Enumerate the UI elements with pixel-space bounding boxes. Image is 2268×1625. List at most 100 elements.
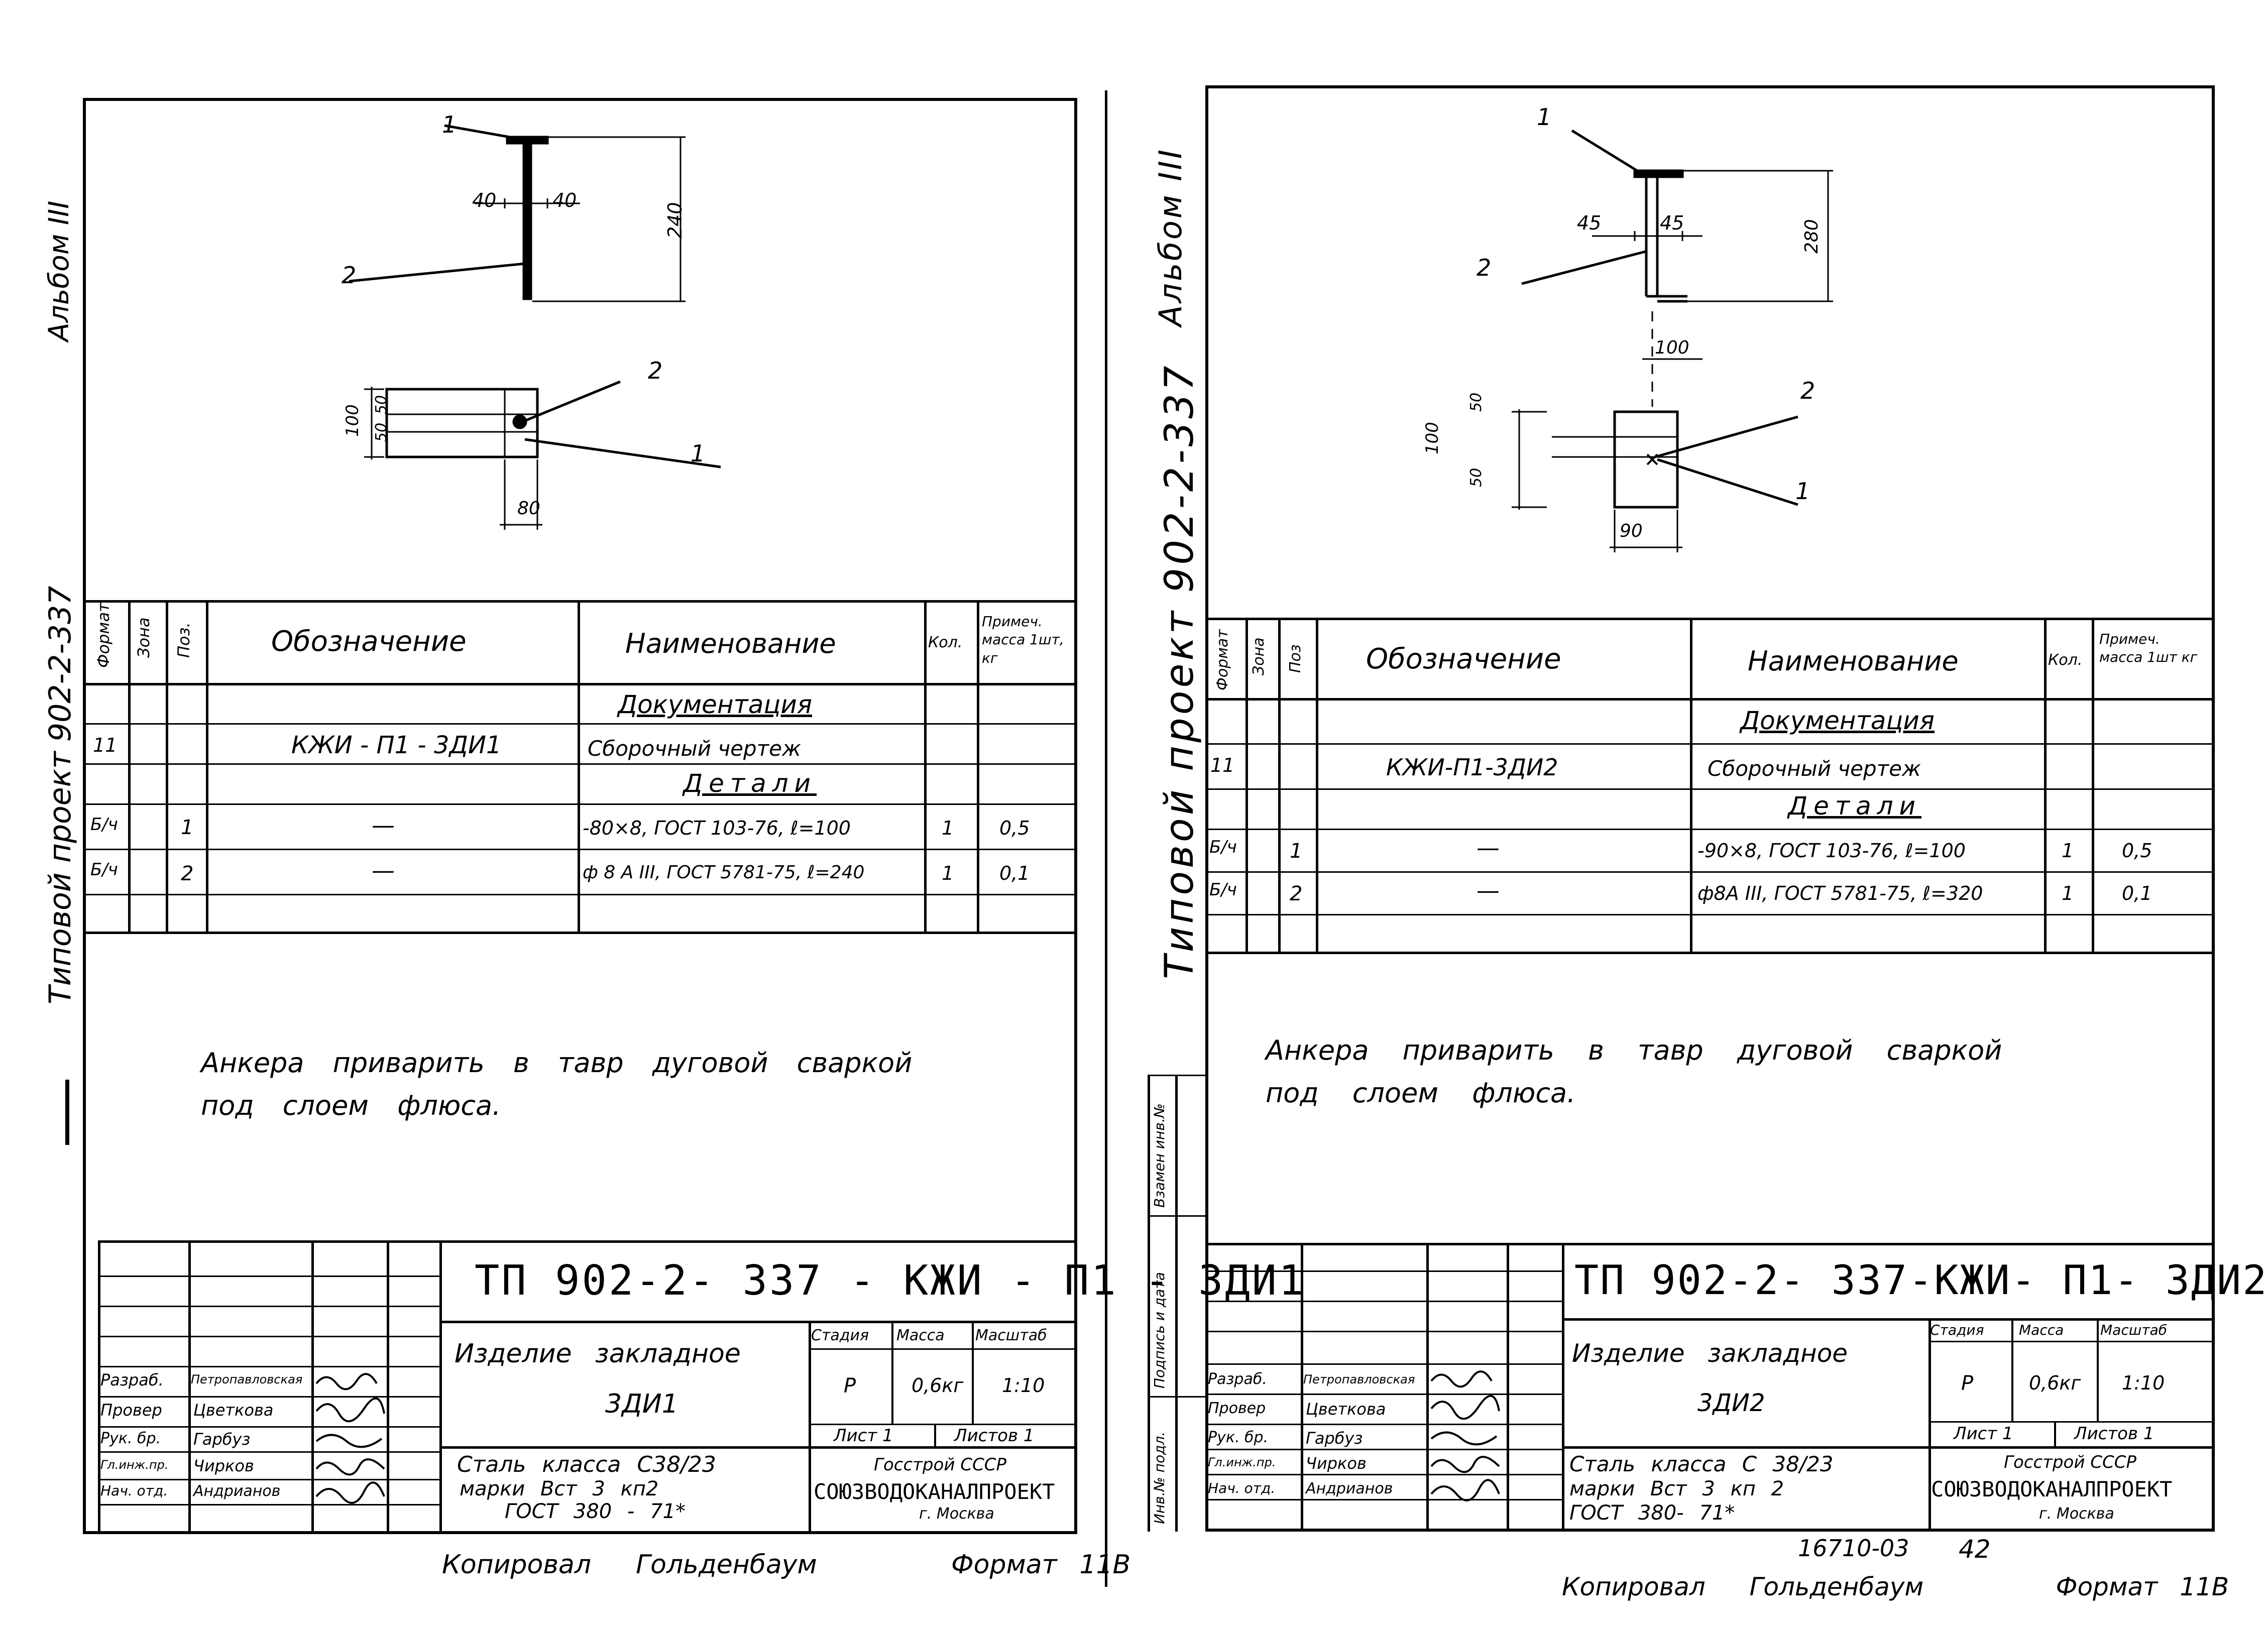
right-row2-designation: — <box>1477 834 1500 861</box>
left-th-designation: Обозначение <box>271 625 467 658</box>
right-label-1: 1 <box>1537 103 1552 131</box>
center-separator <box>1105 90 1107 1587</box>
left-staff-name-2: Цветкова <box>193 1401 274 1420</box>
right-row1-name: Сборочный чертеж <box>1708 756 1921 781</box>
right-mass: 0,6кг <box>2029 1372 2081 1394</box>
right-row2-pos: 1 <box>1290 840 1303 863</box>
left-material-1: Сталь класса С38/23 <box>457 1452 716 1477</box>
right-scale-h: Масштаб <box>2100 1322 2168 1338</box>
right-row2-name: -90×8, ГОСТ 103-76, ℓ=100 <box>1697 840 1966 862</box>
left-titleblock-top <box>98 1240 1077 1243</box>
left-row2-pos: 1 <box>181 816 194 839</box>
right-label-2a: 2 <box>1477 254 1492 281</box>
left-margin-album-text: Альбом III <box>43 200 75 341</box>
right-row3-note: 0,1 <box>2122 882 2152 904</box>
left-row2-designation: — <box>372 811 395 839</box>
left-label-2a: 2 <box>342 262 357 289</box>
right-staff-role-5: Нач. отд. <box>1208 1480 1276 1496</box>
left-mass: 0,6кг <box>912 1374 964 1397</box>
right-staff-role-1: Разраб. <box>1208 1370 1267 1388</box>
right-row1-format: 11 <box>1210 754 1235 776</box>
left-material-2: марки Вст 3 кп2 <box>460 1477 659 1500</box>
right-th-designation: Обозначение <box>1366 643 1561 675</box>
right-staff-name-1: Петропавловская <box>1303 1372 1415 1386</box>
right-staff-name-3: Гарбуз <box>1306 1429 1363 1448</box>
right-drawing <box>1512 129 1833 552</box>
left-staff-role-1: Разраб. <box>100 1370 164 1389</box>
right-th-zone: Зона <box>1250 637 1268 675</box>
left-sheet-no: Лист 1 <box>834 1426 893 1446</box>
left-staff-name-1: Петропавловская <box>191 1372 303 1386</box>
left-product: Изделие закладное <box>455 1339 741 1369</box>
right-th-format: Формат <box>1214 629 1231 690</box>
left-stage-h: Стадия <box>811 1327 869 1344</box>
right-th-pos: Поз <box>1287 644 1304 673</box>
left-label-1: 1 <box>442 111 457 138</box>
right-row3-designation: — <box>1477 877 1500 904</box>
right-staff-role-3: Рук. бр. <box>1208 1429 1269 1446</box>
left-row1-format: 11 <box>93 734 118 756</box>
right-staff-role-2: Провер <box>1208 1400 1266 1417</box>
left-org-3: г. Москва <box>919 1505 994 1523</box>
right-note-line2: под слоем флюса. <box>1266 1077 1576 1109</box>
right-section-parts: Детали <box>1788 791 1922 821</box>
right-sheets-total: Листов 1 <box>2074 1424 2154 1444</box>
right-label-2b: 2 <box>1800 377 1816 404</box>
left-scale: 1:10 <box>1002 1374 1045 1397</box>
left-mass-h: Масса <box>896 1327 945 1344</box>
right-th-qty: Кол. <box>2048 651 2083 669</box>
left-section-parts: Детали <box>683 769 817 798</box>
left-signatures <box>315 1373 385 1504</box>
right-scale: 1:10 <box>2122 1372 2165 1394</box>
right-margin-project-text: Типовой проект 902-2-337 <box>1157 363 1202 979</box>
left-margin-mark <box>65 1080 69 1145</box>
right-dim-100: 100 <box>1422 422 1442 454</box>
right-sheet-frame <box>1205 85 2215 1532</box>
left-row3-name: ф 8 А III, ГОСТ 5781-75, ℓ=240 <box>583 862 865 883</box>
left-th-pos: Поз. <box>174 622 193 658</box>
right-row3-name: ф8А III, ГОСТ 5781-75, ℓ=320 <box>1697 882 1983 904</box>
left-row3-pos: 2 <box>181 862 194 885</box>
right-section-docs: Документация <box>1740 706 1935 735</box>
left-row2-note: 0,5 <box>999 817 1030 839</box>
left-margin-project-text: Типовой проект 902-2-337 <box>43 586 78 1004</box>
right-staff-role-4: Гл.инж.пр. <box>1208 1455 1276 1469</box>
left-org-2: СОЮЗВОДОКАНАЛПРОЕКТ <box>814 1479 1055 1504</box>
left-staff-role-3: Рук. бр. <box>100 1430 161 1447</box>
left-row3-qty: 1 <box>942 862 954 884</box>
right-product: Изделие закладное <box>1572 1339 1848 1368</box>
left-dim-40a: 40 <box>472 189 497 211</box>
left-th-name: Наименование <box>625 628 836 659</box>
left-stage: Р <box>844 1374 856 1398</box>
left-drawing <box>349 124 721 530</box>
right-dim-45b: 45 <box>1660 212 1684 234</box>
right-row3-pos: 2 <box>1290 882 1303 905</box>
left-staff-role-4: Гл.инж.пр. <box>100 1458 169 1472</box>
left-title-code: ТП 902-2- 337 - КЖИ - П1 - 3ДИ1 <box>475 1257 1306 1305</box>
right-note-line1: Анкера приварить в тавр дуговой сваркой <box>1266 1034 2002 1066</box>
right-stamp-inv: Инв.№ подл. <box>1151 1431 1168 1524</box>
right-material-1: Сталь класса С 38/23 <box>1569 1452 1834 1476</box>
left-label-1b: 1 <box>691 440 706 467</box>
right-th-name: Наименование <box>1748 645 1959 677</box>
left-sheet-frame <box>83 98 1077 1534</box>
left-org-1: Госстрой СССР <box>874 1455 1006 1475</box>
left-dim-80: 80 <box>517 498 540 519</box>
left-staff-role-5: Нач. отд. <box>100 1482 168 1499</box>
left-table-top <box>85 600 1077 603</box>
right-material-3: ГОСТ 380- 71* <box>1569 1501 1735 1525</box>
left-dim-40b: 40 <box>552 189 577 211</box>
right-label-1b: 1 <box>1795 478 1810 505</box>
right-th-note: Примеч. масса 1шт кг <box>2099 631 2198 666</box>
right-row3-format: Б/ч <box>1209 880 1237 900</box>
right-row2-note: 0,5 <box>2122 840 2152 862</box>
left-row3-format: Б/ч <box>90 860 118 880</box>
right-signatures <box>1430 1370 1500 1501</box>
left-row2-name: -80×8, ГОСТ 103-76, ℓ=100 <box>583 817 851 839</box>
right-dim-90: 90 <box>1620 521 1643 541</box>
right-title-code: ТП 902-2- 337-КЖИ- П1- 3ДИ2 <box>1574 1257 2268 1304</box>
right-stamp-number: 16710-03 <box>1798 1535 1909 1562</box>
left-dim-50b: 50 <box>373 395 390 414</box>
right-footer: Копировал Гольденбаум Формат 11В <box>1562 1572 2229 1601</box>
left-dim-100: 100 <box>343 404 363 437</box>
